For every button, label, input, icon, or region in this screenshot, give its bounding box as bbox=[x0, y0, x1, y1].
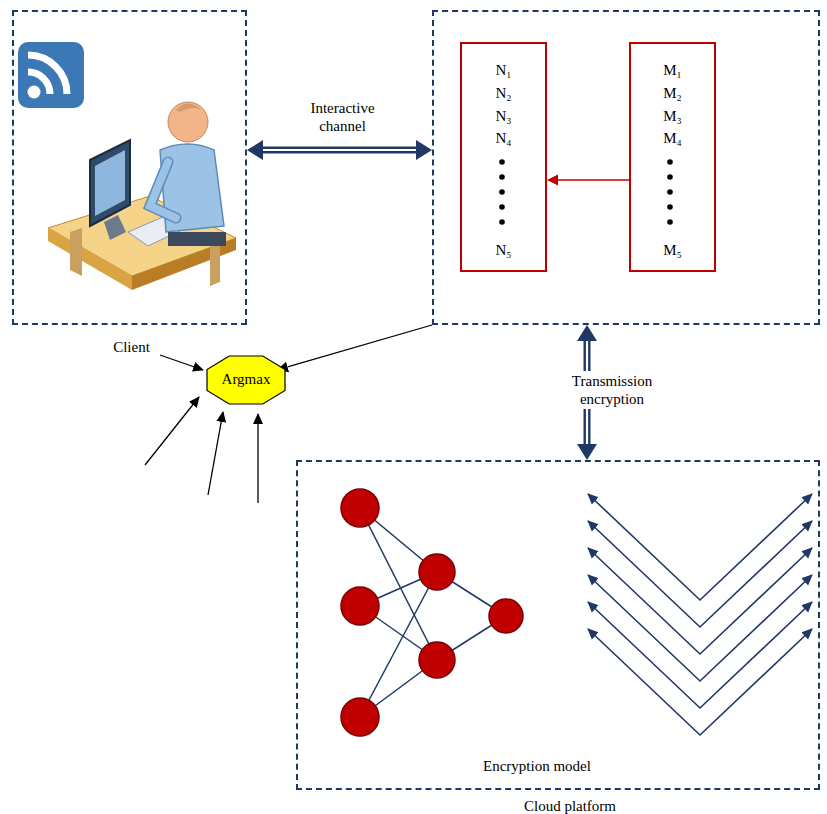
cloud-panel: Cloud platformEncryption model bbox=[296, 460, 820, 790]
list-item: M₂ bbox=[631, 85, 714, 102]
connector bbox=[558, 180, 629, 181]
node-label: Argmax bbox=[206, 371, 286, 388]
ellipsis-dots bbox=[499, 159, 673, 225]
list-item: M₅ bbox=[631, 242, 714, 259]
list-box: N₁ N₂ N₃ N₄ N₅ bbox=[460, 42, 547, 272]
panel-caption: Cloud platform bbox=[298, 798, 827, 814]
list-item: N₄ bbox=[462, 130, 545, 147]
connector-inner bbox=[263, 149, 416, 151]
rss-icon bbox=[18, 42, 84, 108]
chevron-arrows bbox=[588, 494, 812, 735]
panel-caption: Client bbox=[14, 339, 249, 356]
list-item: N₁ bbox=[462, 62, 545, 79]
connector-label: Transmission encryption bbox=[554, 371, 670, 409]
list-item: M₁ bbox=[631, 62, 714, 79]
connector-line bbox=[558, 179, 629, 181]
connector bbox=[263, 150, 416, 151]
connector bbox=[288, 325, 432, 367]
connector-line bbox=[288, 325, 432, 367]
argmax-octagon: Argmax bbox=[206, 355, 286, 405]
list-box: M₁ M₂ M₃ M₄ M₅ bbox=[629, 42, 716, 272]
client-panel: Client bbox=[12, 10, 247, 325]
connector-line bbox=[263, 147, 416, 154]
server-panel: N₁ N₂ N₃ N₄ N₅ M₁ M₂ M₃ M₄ M₅ bbox=[432, 10, 820, 325]
connector-label: Interactive channel bbox=[290, 98, 396, 136]
list-item: N₅ bbox=[462, 242, 545, 259]
user-at-computer bbox=[48, 102, 236, 290]
list-item: M₄ bbox=[631, 130, 714, 147]
panel-caption: Encryption model bbox=[298, 758, 776, 775]
list-item: N₃ bbox=[462, 108, 545, 125]
list-item: N₂ bbox=[462, 85, 545, 102]
neural-network bbox=[341, 489, 523, 736]
list-item: M₃ bbox=[631, 108, 714, 125]
